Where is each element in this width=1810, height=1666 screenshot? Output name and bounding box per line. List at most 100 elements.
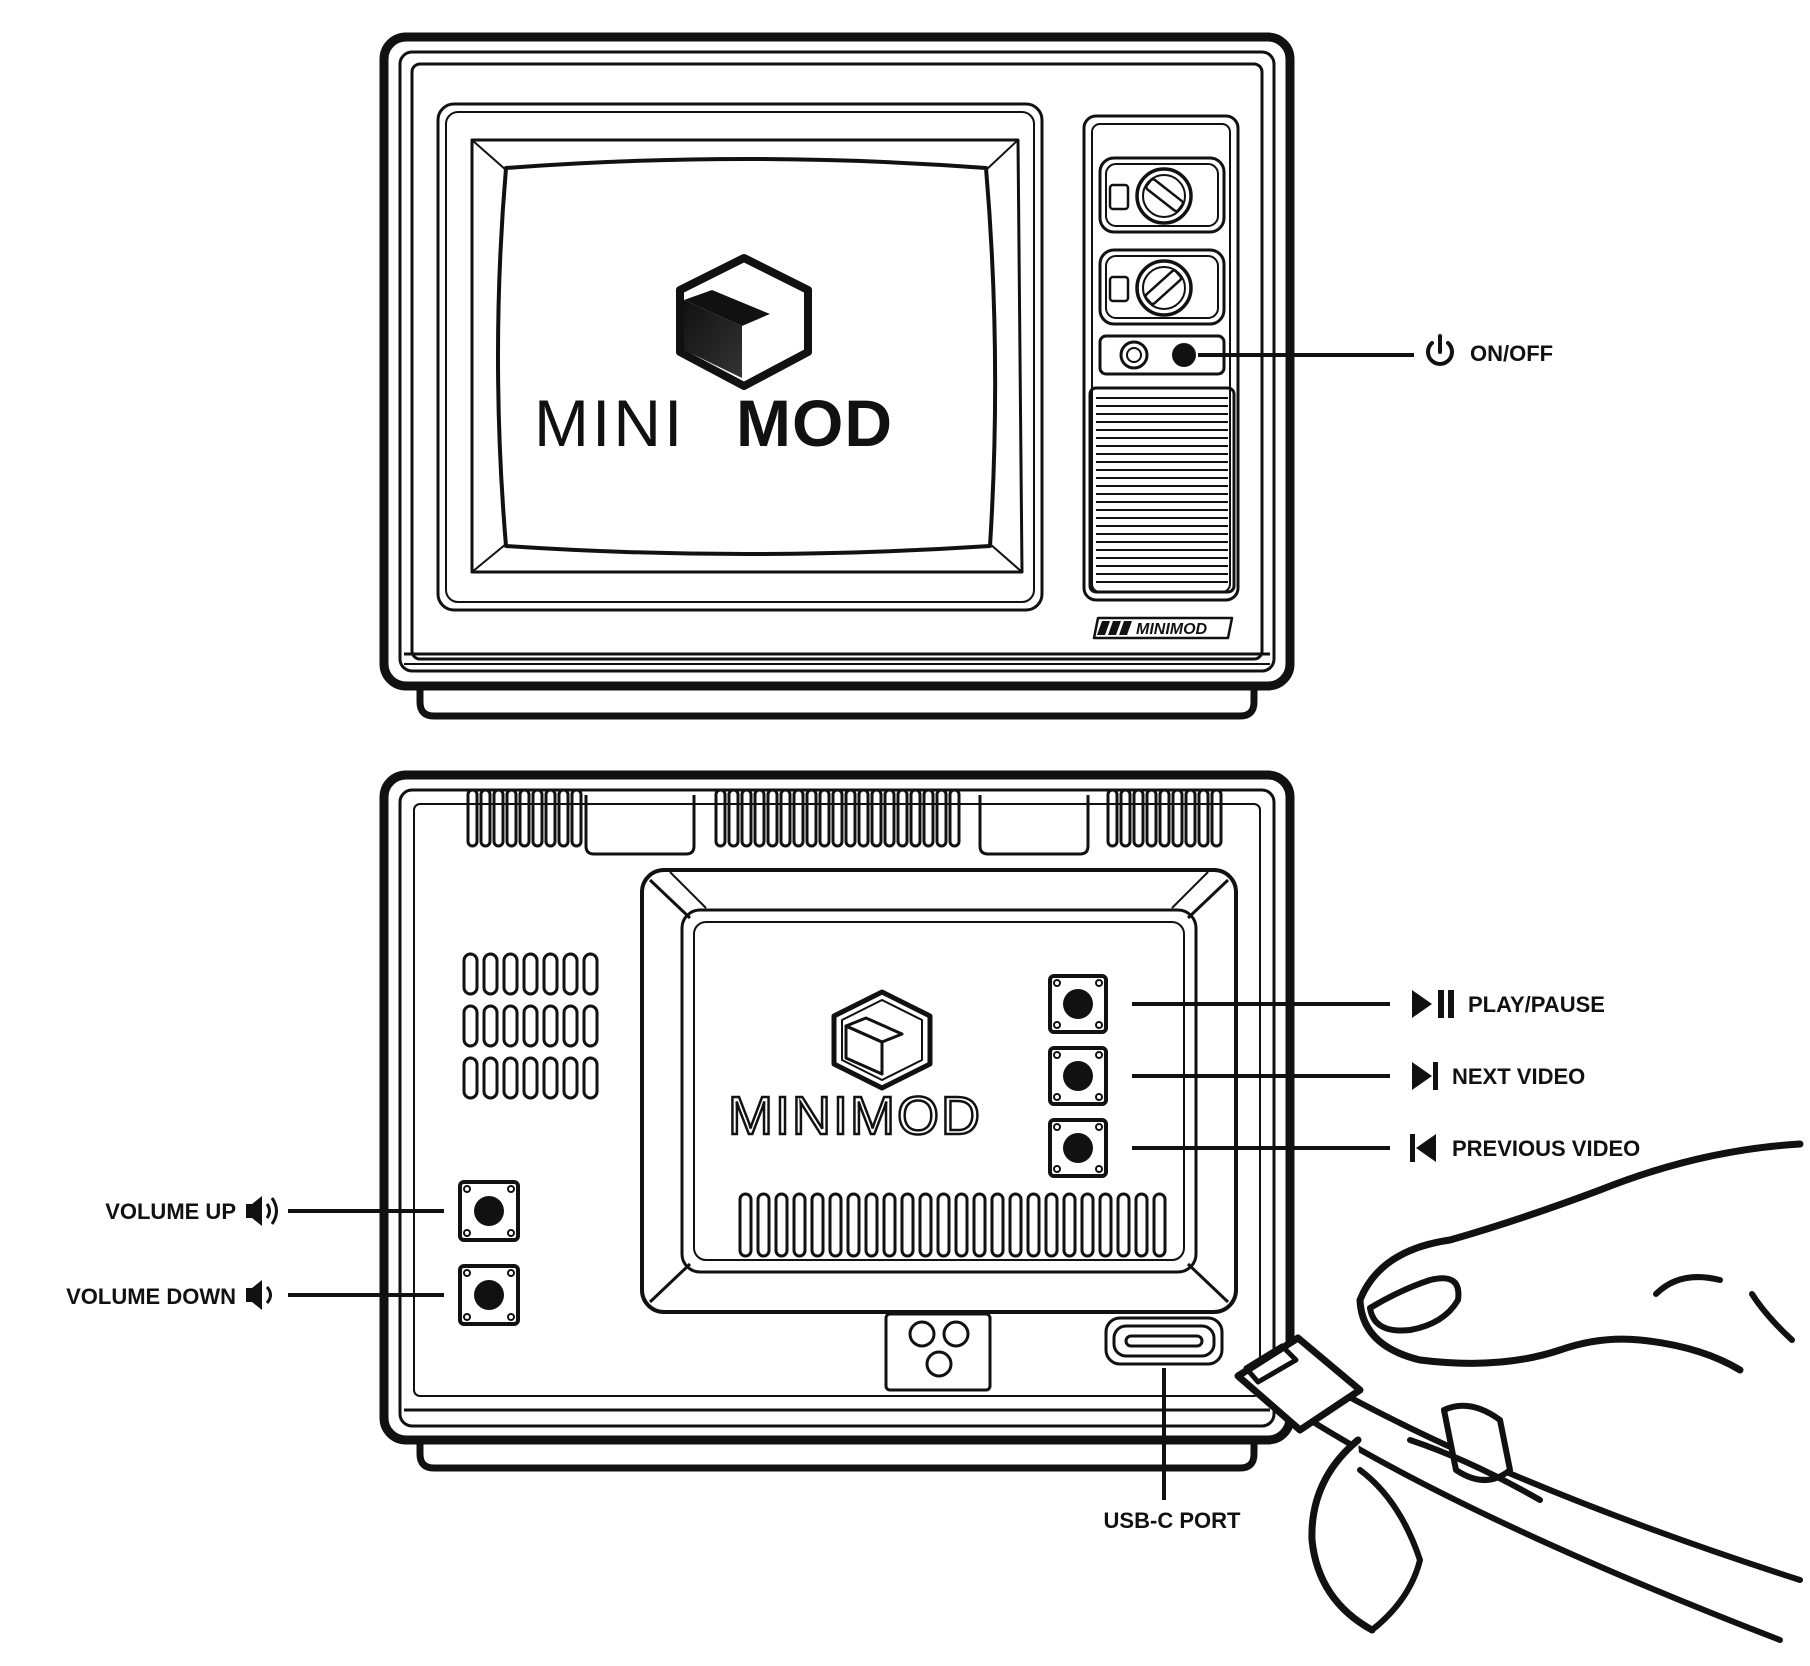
speaker-quiet-icon bbox=[246, 1280, 272, 1310]
top-vent-slot bbox=[753, 788, 766, 848]
speaker-loud-icon bbox=[246, 1196, 278, 1226]
panel-vent-slot bbox=[900, 1192, 915, 1258]
side-vent-slot bbox=[542, 1004, 559, 1048]
top-vent-slot bbox=[1171, 788, 1184, 848]
panel-vent-slot bbox=[1008, 1192, 1023, 1258]
usb-c-port[interactable] bbox=[1104, 1316, 1224, 1366]
top-vent-slot bbox=[531, 788, 544, 848]
rear-socket bbox=[884, 1312, 992, 1392]
panel-vent-slot bbox=[990, 1192, 1005, 1258]
volume-up-label: VOLUME UP bbox=[105, 1199, 236, 1224]
power-icon bbox=[1426, 334, 1454, 366]
top-vent-slot bbox=[492, 788, 505, 848]
panel-vent-slot bbox=[864, 1192, 879, 1258]
next-video-button[interactable] bbox=[1048, 1046, 1108, 1106]
panel-vent-slot bbox=[954, 1192, 969, 1258]
top-vent-slot bbox=[466, 788, 479, 848]
volume-down-button[interactable] bbox=[458, 1264, 520, 1326]
minimod-cube-logo bbox=[676, 254, 812, 390]
top-vent-slot bbox=[831, 788, 844, 848]
side-vent-slot bbox=[522, 1004, 539, 1048]
panel-vent-slot bbox=[882, 1192, 897, 1258]
side-vent-slot bbox=[582, 1056, 599, 1100]
top-vent-slot bbox=[792, 788, 805, 848]
previous-video-button[interactable] bbox=[1048, 1118, 1108, 1178]
panel-vent-slot bbox=[846, 1192, 861, 1258]
tv-back-view bbox=[379, 770, 1295, 1472]
side-vent-slot bbox=[482, 1004, 499, 1048]
panel-vent-slot bbox=[1044, 1192, 1059, 1258]
side-vent-slot bbox=[502, 952, 519, 996]
side-vent-slot bbox=[582, 1004, 599, 1048]
volume-up-button[interactable] bbox=[458, 1180, 520, 1242]
panel-vent-slot bbox=[774, 1192, 789, 1258]
side-vent-slot bbox=[562, 1056, 579, 1100]
top-vent-slot bbox=[740, 788, 753, 848]
top-vent-slot bbox=[935, 788, 948, 848]
front-logo-bold: MOD bbox=[736, 386, 893, 460]
side-vent-slot bbox=[542, 952, 559, 996]
top-vent-slot bbox=[779, 788, 792, 848]
top-vent-slot bbox=[479, 788, 492, 848]
side-vent-slot bbox=[582, 952, 599, 996]
panel-vent-slot bbox=[1134, 1192, 1149, 1258]
panel-vent-slot bbox=[936, 1192, 951, 1258]
on-off-label: ON/OFF bbox=[1470, 341, 1553, 366]
top-vent-slot bbox=[1210, 788, 1223, 848]
panel-vent-slot bbox=[1098, 1192, 1113, 1258]
panel-vent-slot bbox=[918, 1192, 933, 1258]
panel-vent-slot bbox=[972, 1192, 987, 1258]
top-vent-slot bbox=[1145, 788, 1158, 848]
play-pause-button[interactable] bbox=[1048, 974, 1108, 1034]
side-vent-slot bbox=[462, 1056, 479, 1100]
top-vent-slot bbox=[909, 788, 922, 848]
back-logo-text: MINIMOD bbox=[728, 1086, 982, 1146]
minimod-badge bbox=[1092, 616, 1234, 640]
panel-vent-slot bbox=[1026, 1192, 1041, 1258]
panel-vent-slot bbox=[810, 1192, 825, 1258]
top-vent-slot bbox=[518, 788, 531, 848]
top-vent-slot bbox=[714, 788, 727, 848]
top-vent-slot bbox=[922, 788, 935, 848]
play-pause-label: PLAY/PAUSE bbox=[1468, 992, 1605, 1017]
top-vent-slot bbox=[870, 788, 883, 848]
top-vent-slot bbox=[1158, 788, 1171, 848]
power-button[interactable] bbox=[1172, 343, 1196, 367]
top-vent-slot bbox=[818, 788, 831, 848]
top-vent-slot bbox=[948, 788, 961, 848]
side-vent-slot bbox=[502, 1056, 519, 1100]
badge-text: MINIMOD bbox=[1136, 621, 1208, 638]
back-cube-logo bbox=[831, 989, 933, 1091]
next-track-icon bbox=[1412, 1062, 1438, 1090]
panel-vent-slot bbox=[1080, 1192, 1095, 1258]
tv-front-view bbox=[379, 32, 1295, 720]
usb-c-port-label: USB-C PORT bbox=[1104, 1508, 1241, 1533]
side-vent-slot bbox=[502, 1004, 519, 1048]
panel-vent-slot bbox=[738, 1192, 753, 1258]
top-vent-slot bbox=[727, 788, 740, 848]
next-video-label: NEXT VIDEO bbox=[1452, 1064, 1585, 1089]
top-vent-slot bbox=[557, 788, 570, 848]
top-vent-slot bbox=[844, 788, 857, 848]
top-vent-slot bbox=[766, 788, 779, 848]
front-logo-light: MINI bbox=[534, 386, 685, 460]
top-vent-slot bbox=[544, 788, 557, 848]
panel-vent-slot bbox=[1152, 1192, 1167, 1258]
side-vent-slot bbox=[482, 952, 499, 996]
hand-with-usb-cable bbox=[1234, 1140, 1804, 1643]
side-vent-slot bbox=[462, 1004, 479, 1048]
side-vent-slot bbox=[522, 952, 539, 996]
top-vent-slot bbox=[883, 788, 896, 848]
play-pause-icon bbox=[1412, 990, 1454, 1018]
side-vent-slot bbox=[542, 1056, 559, 1100]
top-vent-slot bbox=[1197, 788, 1210, 848]
side-vent-slot bbox=[482, 1056, 499, 1100]
panel-vent-slot bbox=[1116, 1192, 1131, 1258]
side-vent-slot bbox=[562, 952, 579, 996]
panel-vent-slot bbox=[756, 1192, 771, 1258]
top-vent-slot bbox=[896, 788, 909, 848]
top-vent-slot bbox=[1106, 788, 1119, 848]
panel-vent-slot bbox=[792, 1192, 807, 1258]
side-vent-slot bbox=[562, 1004, 579, 1048]
